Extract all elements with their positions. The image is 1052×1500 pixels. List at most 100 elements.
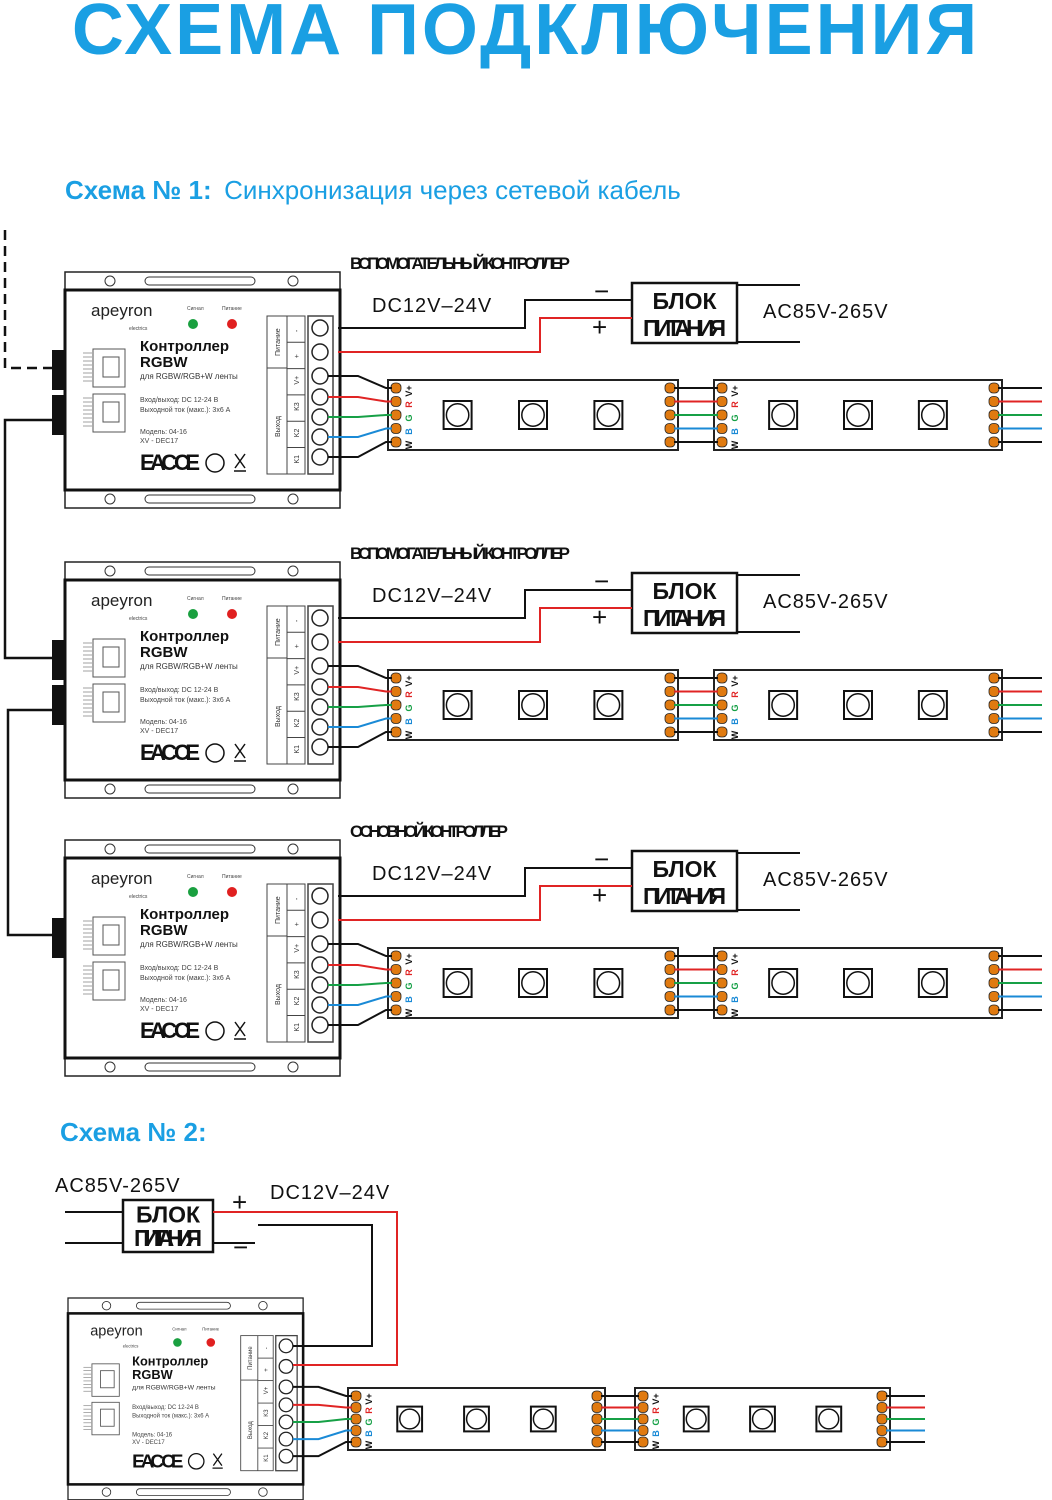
screw-terminal[interactable] (311, 408, 329, 426)
screw-terminal[interactable] (311, 738, 329, 756)
controller-date: XV - DEC17 (140, 728, 178, 735)
screw-terminal[interactable] (311, 976, 329, 994)
solder-pad (390, 699, 402, 711)
power-led-icon (206, 1338, 216, 1347)
solder-pad (876, 1413, 888, 1425)
cert-marks: EAC CE (140, 450, 200, 475)
screw-terminal[interactable] (311, 448, 329, 466)
screw-terminal[interactable] (278, 1431, 294, 1447)
output-wire (328, 982, 392, 986)
network-cable-connector[interactable] (52, 350, 65, 390)
screw-terminal[interactable] (278, 1414, 294, 1430)
terminal-label: + (294, 354, 301, 358)
solder-pad (716, 964, 728, 975)
mount-hole (287, 1061, 299, 1073)
screw-terminal[interactable] (311, 996, 329, 1014)
solder-pad (591, 1390, 603, 1402)
ac-voltage-label: AC85V-265V (763, 869, 889, 891)
led-power-label: Питание (202, 1326, 219, 1331)
mount-slot (144, 844, 256, 854)
screw-terminal[interactable] (311, 367, 329, 385)
terminal-label: + (264, 1368, 270, 1372)
screw-terminal[interactable] (311, 911, 329, 929)
pad-label: G (730, 704, 740, 711)
solder-pad (716, 396, 728, 407)
psu-label-line1: БЛОК (652, 288, 717, 314)
screw-terminal[interactable] (311, 633, 329, 651)
screw-terminal[interactable] (278, 1397, 294, 1413)
terminal-label: K1 (294, 455, 301, 464)
network-cable-connector[interactable] (52, 685, 65, 725)
screw-terminal[interactable] (311, 319, 329, 337)
output-wire (328, 1009, 392, 1026)
power-led-icon (227, 887, 237, 897)
terminal-group-power: Питание (248, 1346, 254, 1370)
screw-terminal[interactable] (311, 609, 329, 627)
solder-pad (716, 672, 728, 684)
solder-pad (390, 1004, 402, 1016)
brand-logo: apeyron (91, 591, 152, 610)
controller-body (63, 578, 342, 782)
controller-spec-voltage: Вход/выход: DC 12-24 В (140, 687, 219, 694)
controller-role-label: ВСПОМОГАТЕЛЬНЫЙ КОНТРОЛЛЕР (350, 254, 570, 273)
controller-purpose: для RGBW/RGB+W ленты (132, 1384, 216, 1391)
pad-label: R (730, 401, 740, 408)
solder-pad (390, 409, 402, 421)
screw-terminal[interactable] (311, 698, 329, 716)
mount-hole (258, 1487, 268, 1497)
screw-terminal[interactable] (278, 1338, 294, 1354)
screw-terminal[interactable] (311, 388, 329, 406)
screw-terminal[interactable] (311, 343, 329, 361)
led-chip-icon (768, 690, 799, 720)
screw-terminal[interactable] (278, 1448, 294, 1464)
screw-terminal[interactable] (311, 956, 329, 974)
solder-pad (350, 1390, 362, 1402)
solder-pad (637, 1390, 649, 1402)
solder-pad (988, 1004, 1000, 1016)
psu-box (630, 571, 739, 635)
solder-pad (988, 726, 1000, 738)
solder-pad (716, 977, 728, 989)
solder-pad (716, 699, 728, 711)
terminal-group-output: Выход (248, 1421, 254, 1439)
solder-pad (390, 726, 402, 738)
output-wire (328, 717, 392, 728)
screw-terminal[interactable] (311, 718, 329, 736)
page-title: СХЕМА ПОДКЛЮЧЕНИЯ (72, 0, 980, 70)
rj45-port (83, 1363, 120, 1397)
network-cable-connector[interactable] (52, 395, 65, 435)
solder-pad (664, 409, 676, 421)
rohs-icon (205, 453, 225, 473)
plus-sign: + (592, 880, 607, 910)
screw-terminal[interactable] (311, 428, 329, 446)
network-cable-connector[interactable] (52, 640, 65, 680)
pad-label: V+ (730, 953, 740, 964)
rj45-port (83, 961, 126, 1001)
pad-label: V+ (651, 1393, 661, 1404)
solder-pad (664, 950, 676, 962)
screw-terminal[interactable] (311, 887, 329, 905)
network-cable-connector[interactable] (52, 918, 65, 958)
mount-hole (104, 493, 116, 505)
pad-label: W (730, 1008, 740, 1017)
network-cable (3, 418, 52, 660)
brand-sub: electrics (123, 1344, 139, 1349)
screw-terminal[interactable] (311, 657, 329, 675)
led-chip-icon (768, 400, 799, 430)
solder-pad (591, 1425, 603, 1436)
screw-terminal[interactable] (311, 1016, 329, 1034)
screw-terminal[interactable] (278, 1379, 294, 1395)
screw-terminal[interactable] (278, 1358, 294, 1374)
led-chip-icon (917, 690, 948, 720)
screw-terminal[interactable] (311, 935, 329, 953)
terminal-label: V+ (294, 666, 301, 675)
screw-terminal[interactable] (311, 678, 329, 696)
terminal-label: K3 (294, 970, 301, 979)
rj45-port (83, 916, 126, 956)
pad-label: G (404, 414, 414, 421)
output-wire (292, 1441, 352, 1458)
controller-model: Модель: 04-16 (140, 719, 187, 726)
